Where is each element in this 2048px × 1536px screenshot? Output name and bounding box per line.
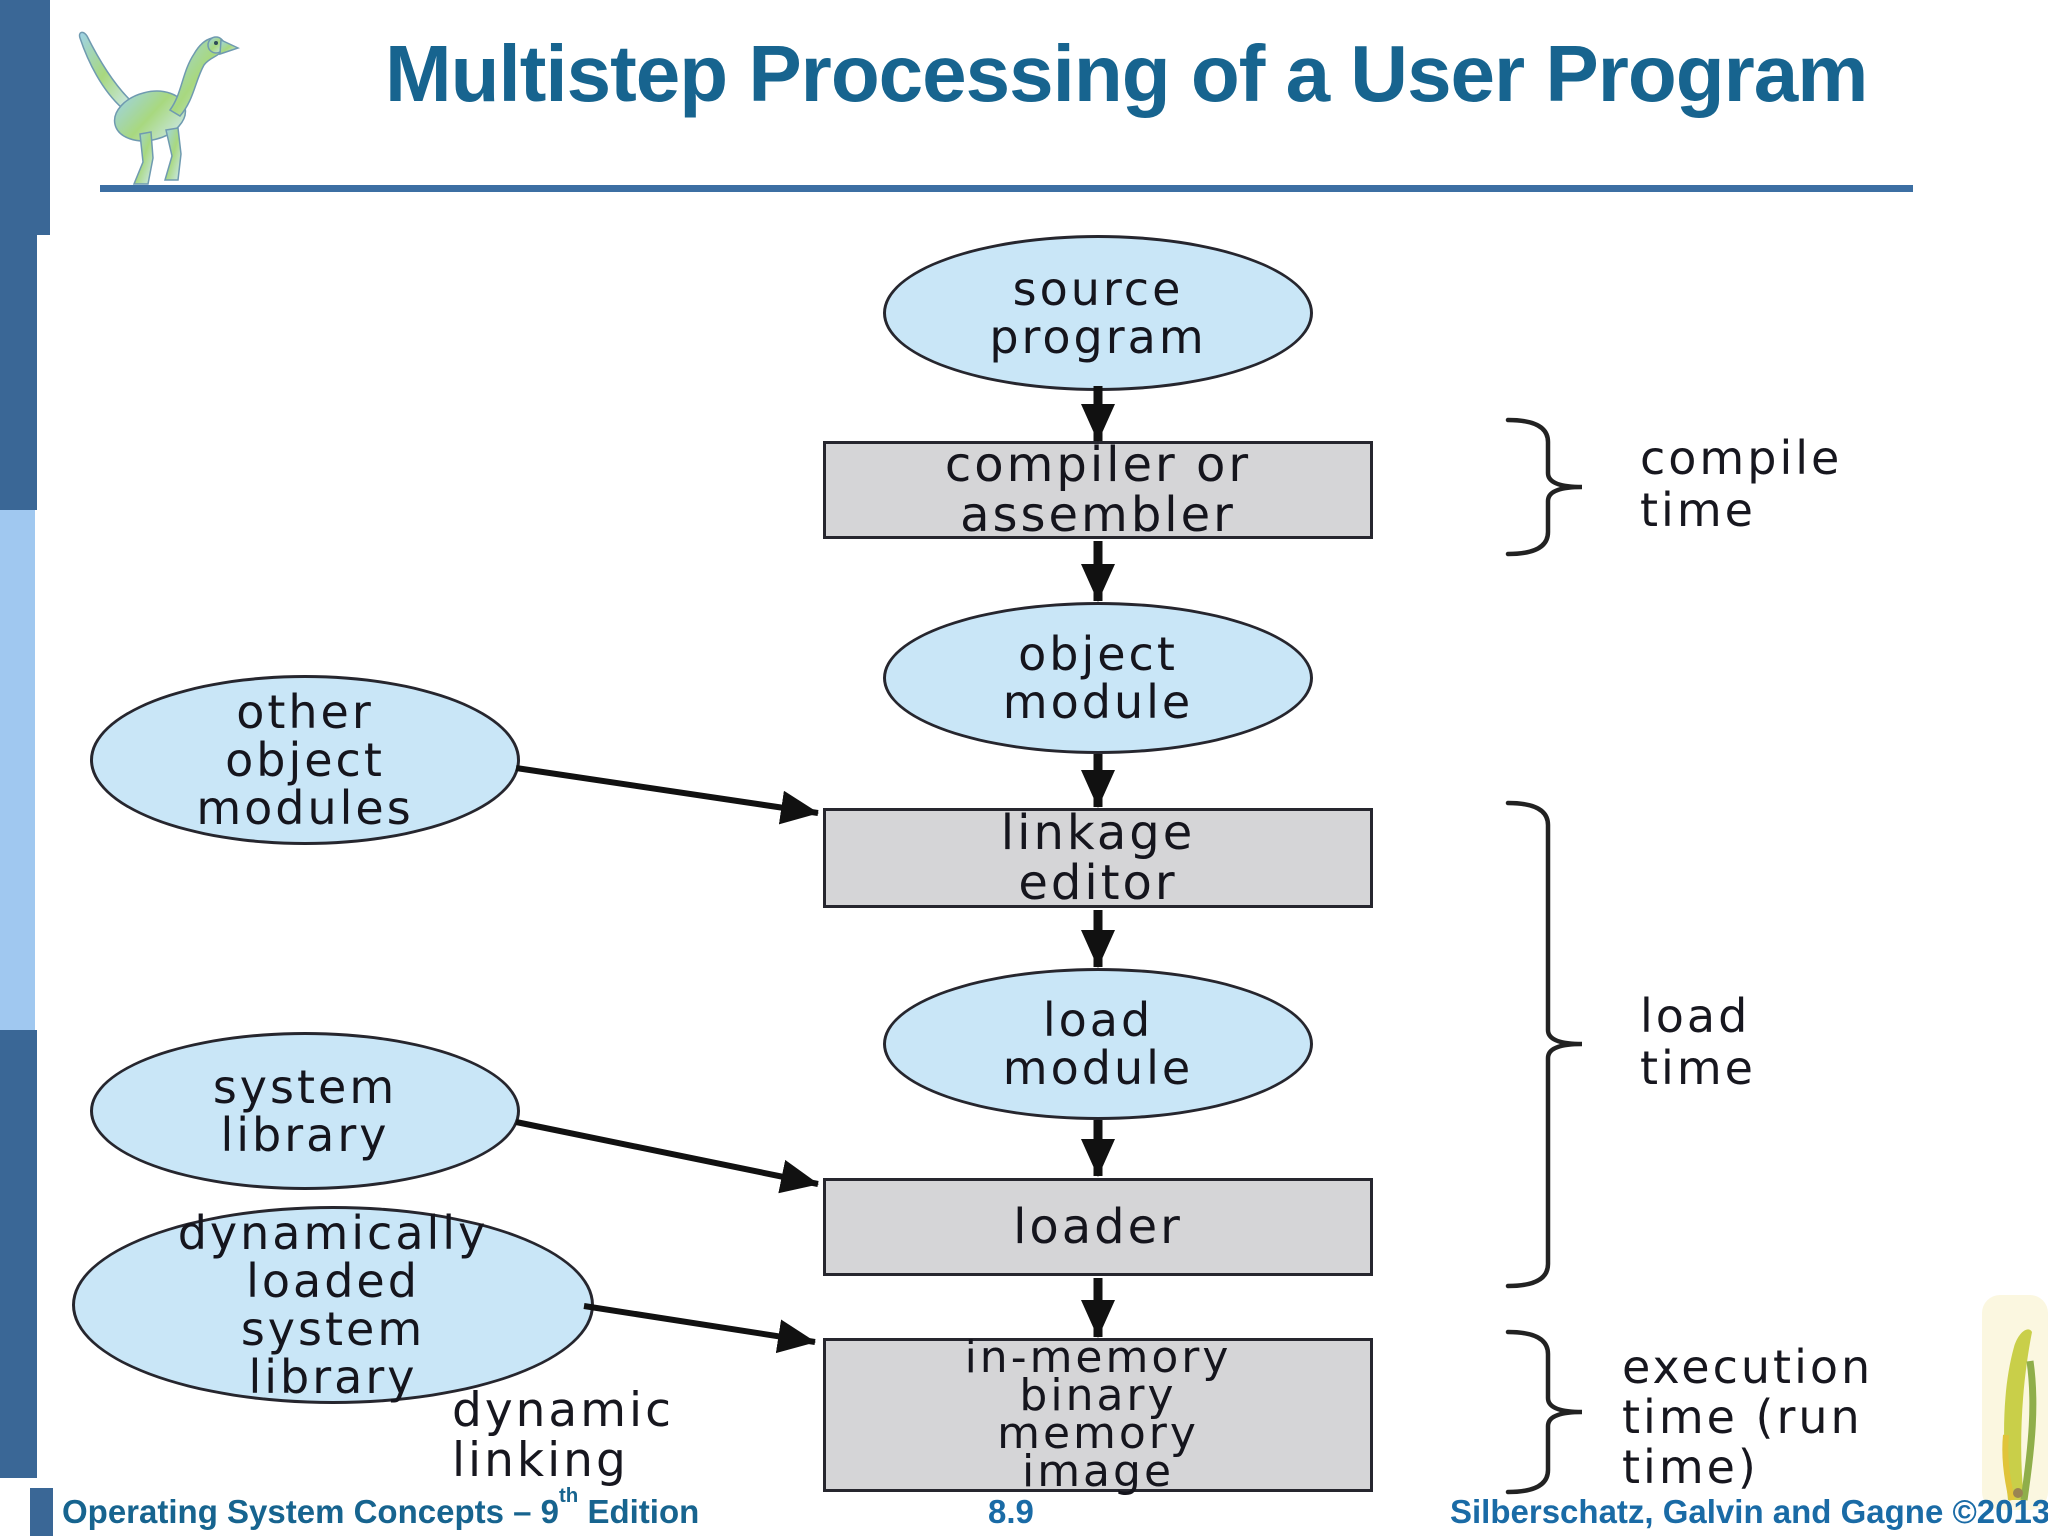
node-label-line: object (225, 733, 385, 787)
grass-decoration (1982, 1295, 2048, 1510)
node-source-program: source program (883, 235, 1313, 391)
node-label-line: modules (196, 781, 414, 835)
label-line: time (1640, 483, 1756, 537)
node-label-line: system (212, 1060, 398, 1114)
node-label-line: in-memory (964, 1332, 1232, 1383)
brace-compile-time (1505, 417, 1583, 557)
node-label-line: system (240, 1302, 426, 1356)
node-label-line: dynamically (177, 1206, 489, 1260)
node-loader: loader (823, 1178, 1373, 1276)
brace-load-time (1505, 800, 1583, 1289)
title-rule (100, 185, 1913, 192)
node-compiler-or-assembler: compiler or assembler (823, 437, 1373, 543)
label-execution-time: execution time (run time) (1622, 1342, 1873, 1492)
node-dynamically-loaded-system-library: dynamically loaded system library (72, 1206, 594, 1404)
label-line: linking (452, 1433, 629, 1488)
node-label-line: source (1012, 262, 1184, 316)
label-line: dynamic (452, 1383, 674, 1438)
footer-authors: Silberschatz, Galvin and Gagne ©2013 (1450, 1493, 2048, 1530)
node-linkage-editor: linkage editor (823, 808, 1373, 908)
node-label-line: memory (997, 1408, 1199, 1459)
node-object-module: object module (883, 602, 1313, 754)
footer-text-part: Operating System Concepts – 9 (62, 1493, 559, 1530)
node-label-line: loaded (246, 1254, 420, 1308)
label-line: time (run (1622, 1390, 1863, 1444)
label-compile-time: compile time (1640, 432, 1842, 536)
node-label-line: loader (1013, 1199, 1183, 1255)
footer-book-title: Operating System Concepts – 9th Edition (62, 1484, 700, 1531)
node-label-line: module (1002, 1041, 1194, 1095)
arrow-othermodules-to-linkage (515, 765, 819, 825)
label-line: time) (1622, 1440, 1759, 1494)
node-label-line: other (236, 685, 374, 739)
label-line: load (1640, 989, 1751, 1043)
node-label-line: object (1018, 627, 1178, 681)
node-label-line: compiler or (944, 437, 1252, 493)
label-line: compile (1640, 431, 1843, 485)
node-label-line: binary (1019, 1370, 1177, 1421)
label-load-time: load time (1640, 990, 1756, 1094)
sidebar-bar-lower (0, 1030, 37, 1478)
node-label-line: library (248, 1350, 418, 1404)
page-title: Multistep Processing of a User Program (385, 29, 1868, 118)
node-label-line: load (1042, 993, 1154, 1047)
sidebar-bar-light (0, 510, 35, 1030)
node-other-object-modules: other object modules (90, 675, 520, 845)
footer-text-part: Edition (578, 1493, 700, 1530)
dinosaur-logo (78, 31, 240, 185)
sidebar-bar-top (0, 0, 50, 235)
node-label-line: program (989, 310, 1207, 364)
label-line: execution (1622, 1340, 1874, 1394)
node-system-library: system library (90, 1032, 520, 1190)
brace-execution-time (1505, 1329, 1583, 1495)
node-label-line: linkage (1000, 805, 1196, 861)
node-label-line: module (1002, 675, 1194, 729)
label-line: time (1640, 1041, 1756, 1095)
node-load-module: load module (883, 968, 1313, 1120)
page-number: 8.9 (988, 1493, 1034, 1530)
node-label-line: assembler (960, 487, 1236, 543)
footer-superscript: th (558, 1483, 579, 1507)
arrow-systemlibrary-to-loader (515, 1119, 819, 1194)
arrow-dynlibrary-to-inmemory (583, 1303, 816, 1354)
node-label-line: image (1021, 1446, 1175, 1497)
footer-accent-square (30, 1488, 53, 1536)
node-label-line: editor (1018, 855, 1178, 911)
node-in-memory-binary-memory-image: in-memory binary memory image (823, 1332, 1373, 1497)
sidebar-bar-upper (0, 235, 37, 510)
node-label-line: library (220, 1108, 390, 1162)
label-dynamic-linking: dynamic linking (452, 1386, 674, 1486)
